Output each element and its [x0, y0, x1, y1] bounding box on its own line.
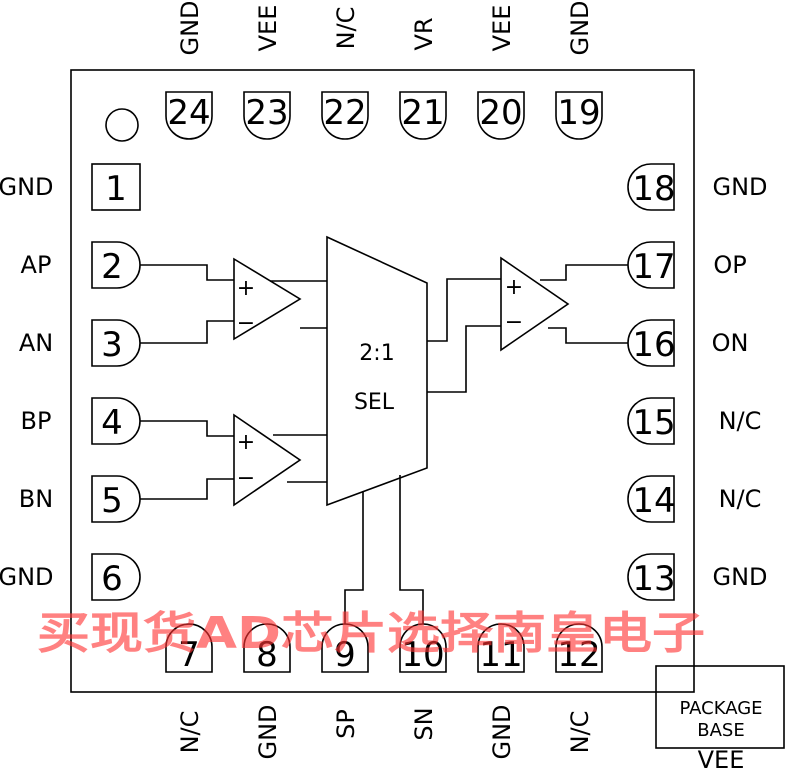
circuit-wires	[140, 264, 628, 624]
pin-5-pad	[91, 475, 141, 523]
watermark: 买现货AD芯片选择南皇电子	[37, 608, 705, 659]
pin-24-pad	[165, 91, 213, 140]
pin-8-label: GND	[254, 704, 282, 759]
buffer-a-plus: +	[237, 276, 255, 301]
pin-17-number: 17	[632, 247, 675, 287]
pin-23-number: 23	[245, 93, 288, 133]
pin-22-pad	[321, 91, 369, 140]
pin-18-number: 18	[632, 169, 675, 209]
pin-19-pad	[555, 91, 603, 140]
pin-23-pad	[243, 91, 291, 140]
pin-20-label: VEE	[488, 5, 516, 52]
pin-21-number: 21	[401, 93, 444, 133]
pin-3-label: AN	[19, 329, 53, 357]
package-base-label: VEE	[698, 746, 745, 772]
pin-7-label: N/C	[176, 711, 204, 754]
package-base-line2: BASE	[697, 720, 744, 741]
pin-2-number: 2	[101, 247, 123, 287]
pin-13-number: 13	[632, 559, 675, 599]
pin-20-number: 20	[479, 93, 522, 133]
pin-8-number: 8	[256, 635, 278, 675]
pin-7-pad	[165, 623, 213, 673]
pin-3-pad	[91, 319, 141, 367]
pin-24-label: GND	[176, 0, 204, 55]
buffer-b-plus: +	[237, 430, 255, 455]
pin-1-label: GND	[0, 173, 54, 201]
pin-6-pad	[91, 553, 141, 601]
pin-10-number: 10	[401, 635, 444, 675]
buffer-b-minus: −	[237, 466, 255, 491]
pin-18-pad	[627, 163, 675, 211]
pin-8-pad	[243, 623, 291, 673]
pin-20-pad	[477, 91, 525, 140]
pin-4-pad	[91, 397, 141, 445]
pin-21-pad	[399, 91, 447, 140]
pin-9-label: SP	[332, 709, 360, 739]
pin1-indicator	[105, 108, 139, 142]
pin-1-number: 1	[105, 169, 127, 209]
pin-4-number: 4	[101, 403, 123, 443]
package-base-line1: PACKAGE	[679, 698, 762, 719]
ic-body	[70, 69, 695, 693]
pin-21-label: VR	[410, 17, 438, 50]
pin-11-number: 11	[479, 635, 522, 675]
pin-4-label: BP	[21, 407, 52, 435]
pin-17-label: OP	[713, 251, 746, 279]
output-driver-minus: −	[505, 310, 523, 335]
mux-label-ratio: 2:1	[359, 341, 394, 366]
pin-17-pad	[627, 241, 675, 289]
pin-7-number: 7	[178, 635, 200, 675]
pin-6-label: GND	[0, 563, 54, 591]
pin-13-pad	[627, 553, 675, 601]
pin-10-pad	[399, 623, 447, 673]
pin-3-number: 3	[101, 325, 123, 365]
pin-12-pad	[555, 623, 603, 673]
input-buffer-b	[233, 413, 302, 507]
pin-18-label: GND	[712, 173, 767, 201]
pin-11-pad	[477, 623, 525, 673]
package-base-box	[655, 665, 785, 749]
pin-2-pad	[91, 241, 141, 289]
pin-16-label: ON	[712, 329, 749, 357]
mux-2to1	[326, 235, 428, 507]
pin-23-label: VEE	[254, 5, 282, 52]
pin-22-label: N/C	[332, 7, 360, 50]
pin-13-label: GND	[712, 563, 767, 591]
pin-9-pad	[321, 623, 369, 673]
pin-16-pad	[627, 319, 675, 367]
pin-11-label: GND	[488, 704, 516, 759]
pin-5-label: BN	[19, 485, 53, 513]
output-driver-plus: +	[505, 275, 523, 300]
pin-15-pad	[627, 397, 675, 445]
pin-6-number: 6	[101, 559, 123, 599]
pin-15-label: N/C	[719, 407, 762, 435]
pin-2-label: AP	[21, 251, 52, 279]
pin-15-number: 15	[632, 403, 675, 443]
input-buffer-a	[233, 257, 302, 341]
pin-10-label: SN	[410, 707, 438, 740]
pin-14-number: 14	[632, 481, 675, 521]
pin-22-number: 22	[323, 93, 366, 133]
pin-16-number: 16	[632, 325, 675, 365]
pin-19-label: GND	[566, 0, 594, 55]
mux-label-sel: SEL	[354, 390, 395, 415]
pin-19-number: 19	[557, 93, 600, 133]
pin-5-number: 5	[101, 481, 123, 521]
pin-12-label: N/C	[566, 711, 594, 754]
buffer-a-minus: −	[237, 311, 255, 336]
pin-14-label: N/C	[719, 485, 762, 513]
pin-12-number: 12	[557, 635, 600, 675]
pin-14-pad	[627, 475, 675, 523]
output-driver	[500, 256, 570, 352]
pin-9-number: 9	[334, 635, 356, 675]
pin-24-number: 24	[167, 93, 210, 133]
pin-1-pad	[91, 163, 141, 211]
